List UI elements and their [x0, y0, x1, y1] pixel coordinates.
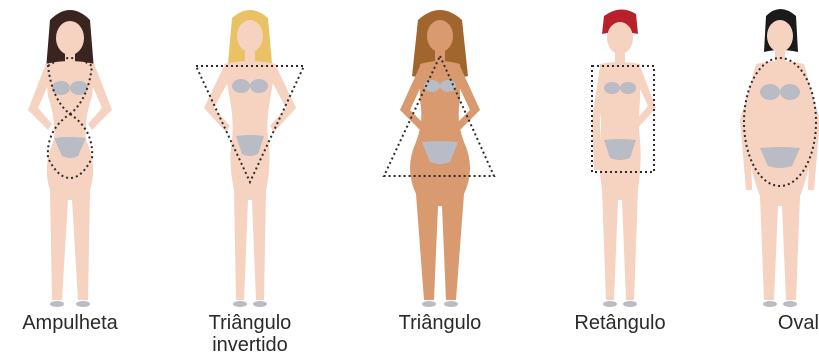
figure-triangulo: Triângulo — [360, 0, 520, 359]
shape-label-ampulheta: Ampulheta — [0, 312, 150, 334]
hourglass-figure-illustration — [0, 0, 150, 320]
shape-label-oval: Oval — [700, 312, 819, 334]
triangle-figure-illustration — [360, 0, 520, 320]
inverted-triangle-figure-illustration — [170, 0, 330, 320]
figure-ampulheta: Ampulheta — [0, 0, 150, 359]
shape-label-triangulo: Triângulo — [360, 312, 520, 334]
shape-label-triangulo-invertido: Triângulo invertido — [170, 312, 330, 356]
figure-oval: Oval — [700, 0, 819, 359]
oval-figure-illustration — [700, 0, 819, 320]
shape-label-retangulo: Retângulo — [540, 312, 700, 334]
figure-triangulo-invertido: Triângulo invertido — [170, 0, 330, 359]
rectangle-figure-illustration — [540, 0, 700, 320]
figure-retangulo: Retângulo — [540, 0, 700, 359]
